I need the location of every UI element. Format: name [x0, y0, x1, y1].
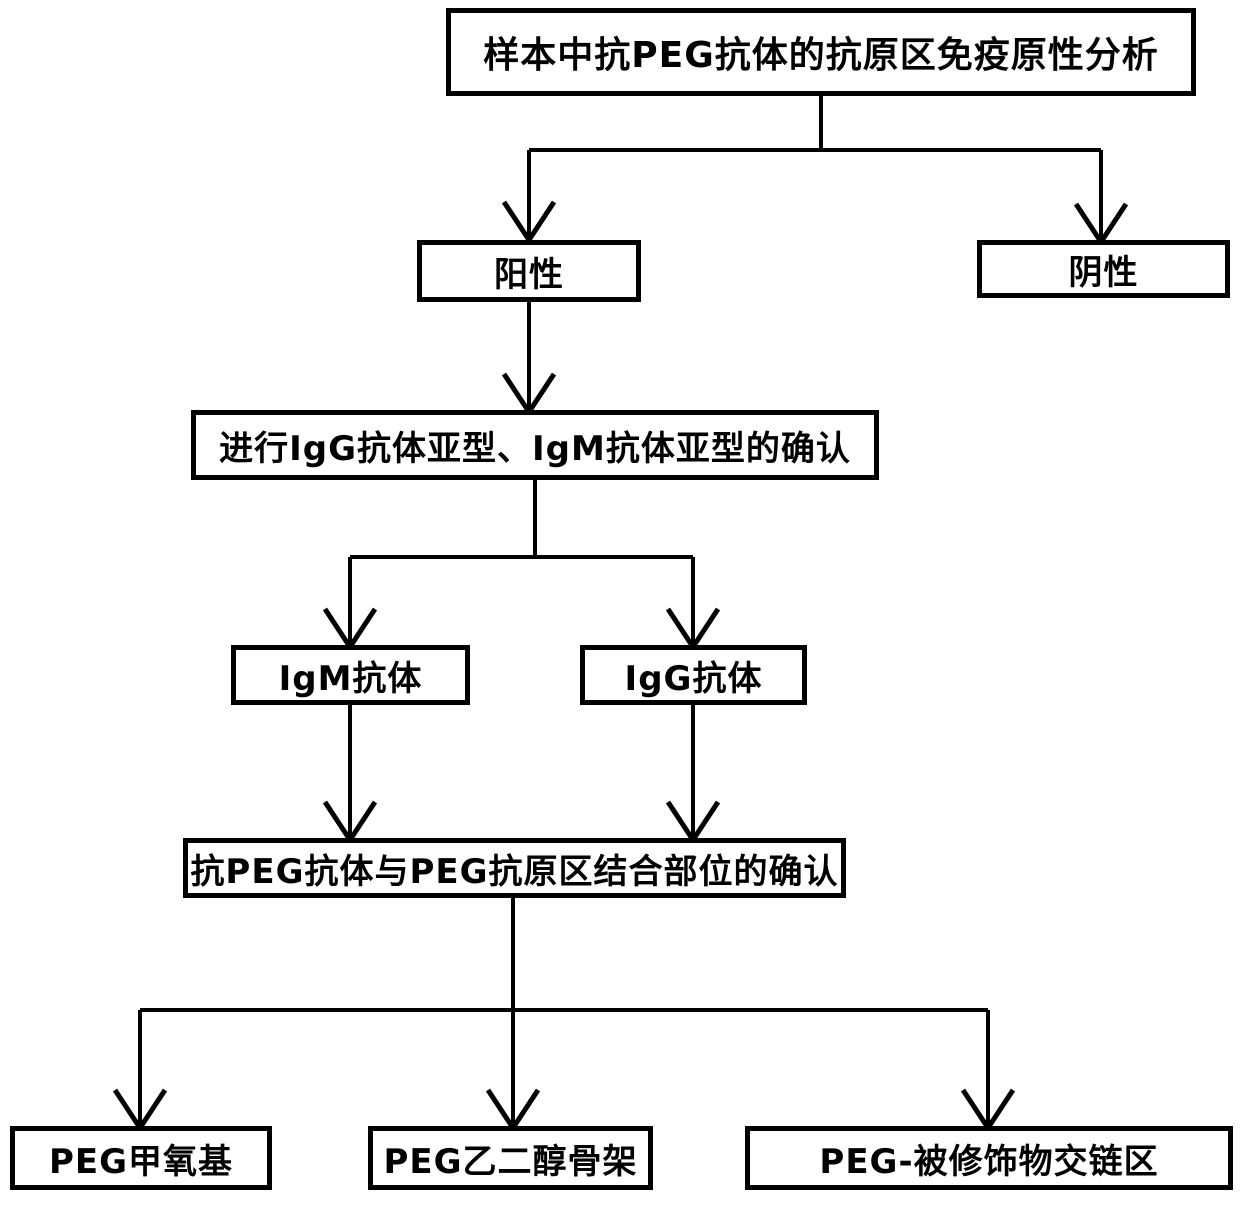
node-binding-site-confirmation: 抗PEG抗体与PEG抗原区结合部位的确认: [183, 838, 846, 898]
node-peg-methoxy: PEG甲氧基: [10, 1126, 272, 1190]
node-subtype-confirmation: 进行IgG抗体亚型、IgM抗体亚型的确认: [191, 410, 879, 480]
edge-subtype-split-line: [348, 478, 695, 647]
edge-positive-to-subtype: [501, 300, 557, 417]
edge-root-stem-line: [527, 94, 1103, 242]
node-root: 样本中抗PEG抗体的抗原区免疫原性分析: [446, 8, 1196, 96]
edge-subtype-to-igm-igg: [322, 478, 721, 652]
node-positive: 阳性: [417, 240, 641, 302]
node-peg-glycol-backbone: PEG乙二醇骨架: [368, 1126, 653, 1190]
node-negative: 阴性: [977, 240, 1230, 298]
edge-igm-igg-to-binding: [322, 703, 721, 845]
edge-root-to-positive-negative: [501, 94, 1129, 247]
node-igg-antibody: IgG抗体: [580, 645, 807, 705]
node-peg-crosslink-region: PEG-被修饰物交链区: [745, 1126, 1233, 1190]
edge-binding-to-bottom-row: [112, 896, 1016, 1133]
node-igm-antibody: IgM抗体: [231, 645, 470, 705]
edge-binding-split-line: [138, 896, 990, 1128]
